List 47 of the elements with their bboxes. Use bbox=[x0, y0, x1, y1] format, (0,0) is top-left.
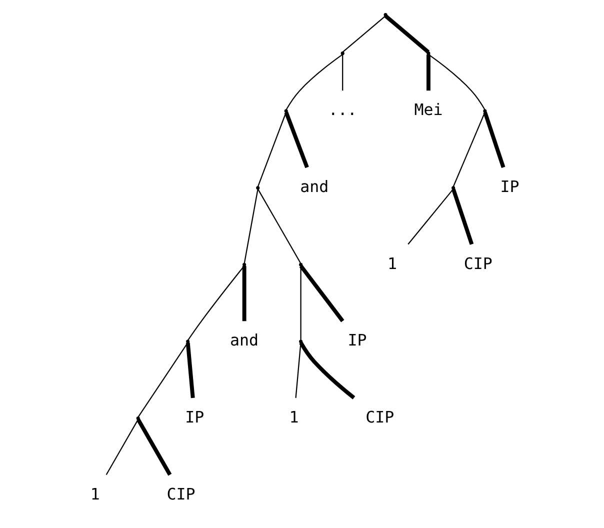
node-point bbox=[284, 108, 288, 112]
node-point bbox=[136, 416, 140, 420]
connector bbox=[342, 15, 386, 52]
connector bbox=[257, 188, 301, 264]
connector bbox=[482, 111, 505, 168]
node-point bbox=[298, 262, 302, 266]
node-text: IP bbox=[500, 176, 519, 196]
connector bbox=[451, 188, 474, 244]
connector bbox=[256, 112, 286, 186]
node-text: CIP bbox=[463, 253, 492, 272]
node-point bbox=[186, 339, 190, 343]
connector bbox=[105, 418, 138, 474]
connector bbox=[428, 54, 485, 110]
node-text: IP bbox=[184, 407, 204, 426]
node-text: and bbox=[300, 176, 328, 196]
node-text: CIP bbox=[166, 484, 195, 503]
connector bbox=[284, 111, 308, 168]
connector bbox=[185, 342, 194, 398]
node-text: ... bbox=[328, 100, 356, 119]
node-point bbox=[451, 186, 455, 190]
connector bbox=[298, 264, 344, 322]
node-text: 1 bbox=[288, 407, 298, 426]
node-point bbox=[298, 339, 302, 343]
connector bbox=[407, 188, 454, 244]
node-text: IP bbox=[347, 330, 366, 350]
node-text: 1 bbox=[90, 484, 100, 503]
connector bbox=[426, 54, 430, 90]
node-point bbox=[242, 262, 246, 266]
connector bbox=[298, 341, 355, 399]
connector bbox=[452, 112, 485, 186]
connector bbox=[186, 265, 244, 340]
connector bbox=[136, 418, 172, 476]
node-text: 1 bbox=[387, 253, 397, 272]
connector bbox=[137, 342, 188, 417]
node-point bbox=[256, 186, 260, 190]
connector bbox=[342, 54, 343, 90]
node-point bbox=[340, 51, 344, 55]
connector bbox=[285, 54, 342, 110]
node-point bbox=[383, 12, 387, 16]
node-text: and bbox=[230, 330, 258, 350]
node-point bbox=[482, 108, 486, 112]
node-text: Mei bbox=[414, 100, 442, 119]
connector bbox=[384, 14, 430, 54]
connector bbox=[243, 188, 258, 263]
connector bbox=[242, 266, 246, 321]
node-text: CIP bbox=[365, 407, 394, 426]
connector bbox=[300, 266, 301, 340]
